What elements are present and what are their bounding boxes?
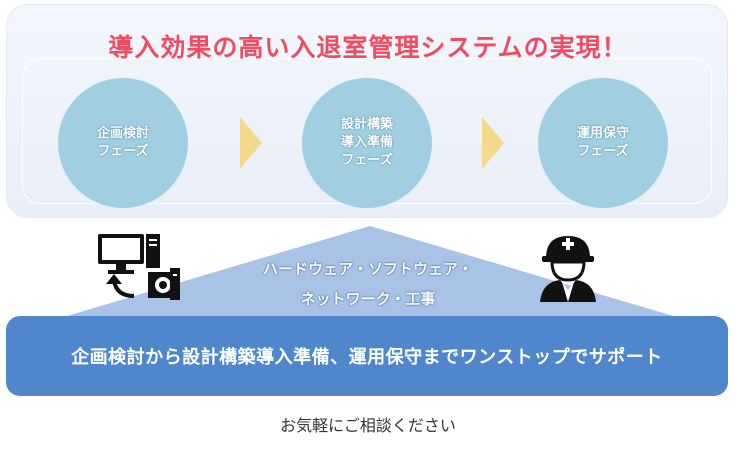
phase-design-build: 設計構築 導入準備 フェーズ [302,78,432,208]
triangle-text-line2: ネットワーク・工事 [300,290,436,308]
arrow-right-icon [240,117,262,169]
contact-cta: お気軽にご相談ください [280,416,456,435]
headline: 導入効果の高い入退室管理システムの実現！ [108,33,628,62]
phase-operation: 運用保守 フェーズ [538,78,668,208]
triangle-text-line1: ハードウェア・ソフトウェア・ [262,260,473,278]
arrow-right-icon [482,117,504,169]
triangle-shape [60,226,680,318]
worker-helmet-icon [540,236,596,302]
computer-icon [98,234,180,300]
support-banner: 企画検討から設計構築導入準備、運用保守までワンストップでサポート [6,316,728,396]
phase-planning: 企画検討 フェーズ [58,78,188,208]
